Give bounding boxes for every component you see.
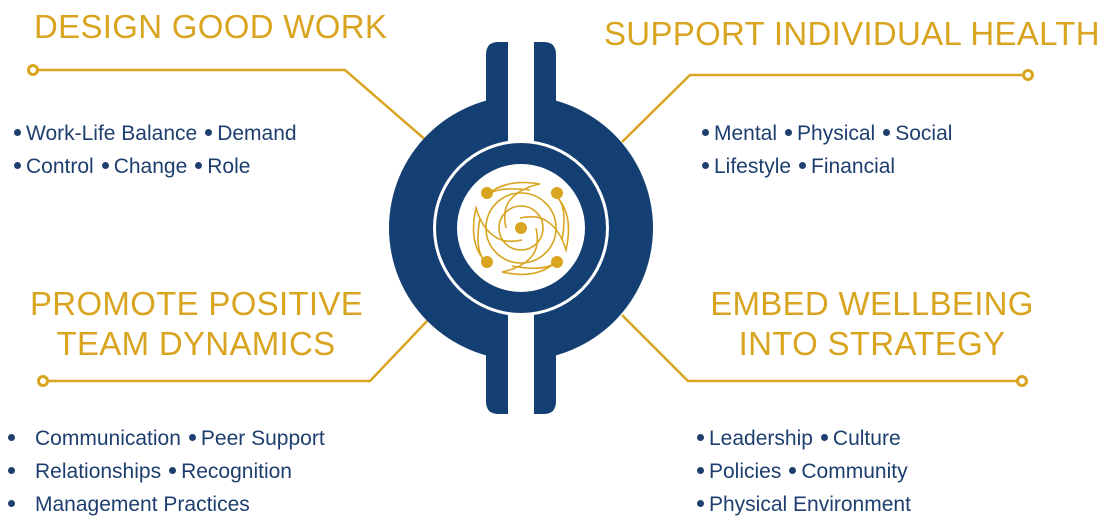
bullet-item: Communication xyxy=(8,422,181,455)
bullet-item: Physical xyxy=(785,117,875,150)
logo-dots xyxy=(481,187,563,268)
bullet-item: Control xyxy=(14,150,94,183)
connector-end-dots xyxy=(27,64,1034,387)
bullet-item: Role xyxy=(195,150,250,183)
bullet-item: Culture xyxy=(821,422,901,455)
heading-support-individual-health: SUPPORT INDIVIDUAL HEALTH xyxy=(604,15,1100,52)
bullet-item: Recognition xyxy=(169,455,292,488)
heading-promote-positive-team-dynamics: PROMOTE POSITIVE TEAM DYNAMICS xyxy=(30,285,364,362)
heading-embed-wellbeing-into-strategy: EMBED WELLBEING INTO STRATEGY xyxy=(710,285,1034,362)
bullet-item: Social xyxy=(883,117,952,150)
bullet-item: Change xyxy=(102,150,188,183)
bullet-item: Demand xyxy=(205,117,296,150)
bullet-item: Relationships xyxy=(8,455,161,488)
bullet-item: Leadership xyxy=(697,422,813,455)
bullet-item: Mental xyxy=(702,117,777,150)
bullet-item: Peer Support xyxy=(189,422,325,455)
connector-bottom-right xyxy=(621,314,1020,383)
connector-top-left xyxy=(36,68,429,143)
bullet-item: Lifestyle xyxy=(702,150,791,183)
end-dot-bottom-left xyxy=(37,375,49,387)
logo-dot-bl xyxy=(481,256,493,268)
logo-dot-br xyxy=(551,256,563,268)
bullet-row: Physical Environment xyxy=(697,488,919,521)
logo-dot-tl xyxy=(481,187,493,199)
bullet-item: Management Practices xyxy=(8,488,250,521)
connector-lines xyxy=(36,68,1025,383)
connector-bottom-left xyxy=(46,319,429,383)
end-dot-bottom-right xyxy=(1016,375,1028,387)
bullet-item: Community xyxy=(789,455,907,488)
logo-dot-tr xyxy=(551,187,563,199)
bullet-item: Work-Life Balance xyxy=(14,117,197,150)
heading-design-good-work: DESIGN GOOD WORK xyxy=(34,8,388,45)
logo-dot-center xyxy=(515,222,527,234)
bullet-row: Management Practices xyxy=(8,488,333,521)
connector-top-right xyxy=(621,73,1025,143)
bullet-item: Financial xyxy=(799,150,895,183)
bullet-item: Physical Environment xyxy=(697,488,911,521)
end-dot-top-right xyxy=(1022,69,1034,81)
end-dot-top-left xyxy=(27,64,39,76)
bullet-item: Policies xyxy=(697,455,781,488)
